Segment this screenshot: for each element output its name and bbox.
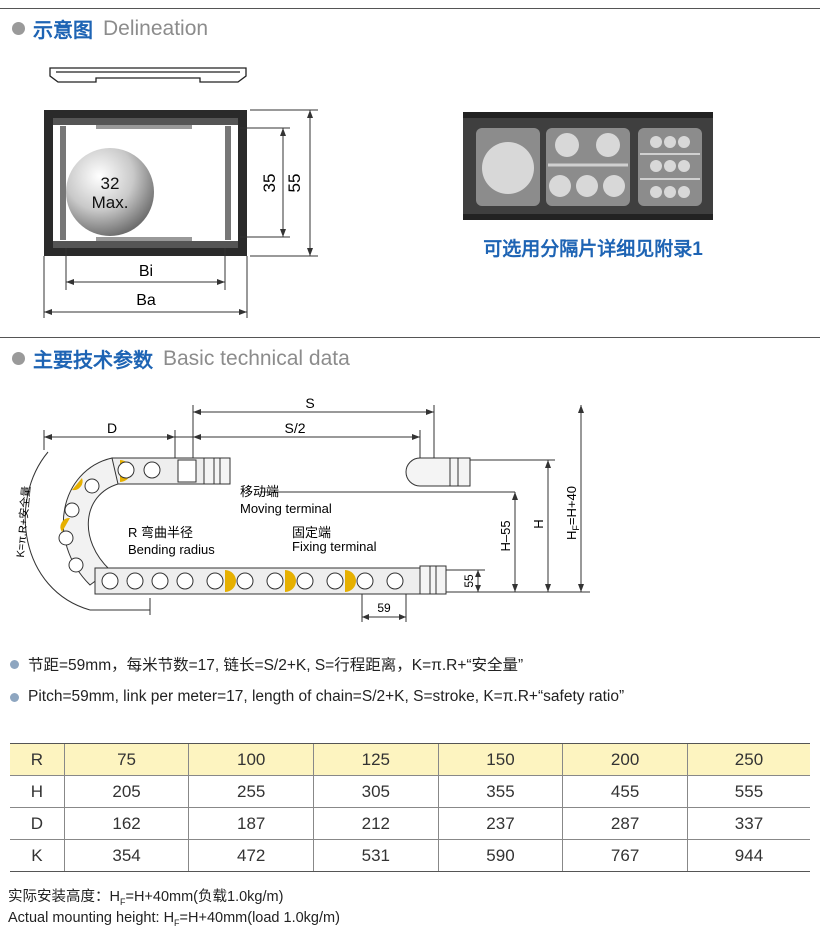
section-title-en: Basic technical data <box>163 346 350 370</box>
table-cell: 472 <box>188 839 314 872</box>
dim-h: H <box>531 519 546 528</box>
max-ball <box>66 148 154 236</box>
ball-label-max: Max. <box>92 193 129 212</box>
diagram-dimension-lines <box>24 405 590 622</box>
delineation-figure: 32 Max. 35 55 Bi Ba <box>43 67 713 318</box>
table-cell: 237 <box>437 807 563 840</box>
fixing-terminal-en: Fixing terminal <box>292 539 377 554</box>
section-title-cn: 示意图 <box>33 18 93 42</box>
section-rule <box>0 337 820 338</box>
dim-55-height: 55 <box>462 574 476 588</box>
dim-hf: HF=H+40 <box>564 486 581 540</box>
table-cell: D <box>10 807 65 840</box>
footer-text: =H+40mm(load 1.0kg/m) <box>179 910 340 926</box>
chain-bend <box>58 457 119 586</box>
dim-d: D <box>107 420 117 436</box>
table-cell: 187 <box>188 807 314 840</box>
separator-caption: 可选用分隔片详细见附录1 <box>483 237 703 260</box>
note-en: Pitch=59mm, link per meter=17, length of… <box>10 688 624 706</box>
k-formula: K=π.R+安全量 <box>13 485 33 558</box>
table-row: D 162 187 212 237 287 337 <box>10 807 810 840</box>
table-cell: 162 <box>63 807 189 840</box>
table-cell: 455 <box>562 775 688 808</box>
footer-text: 实际安装高度：H <box>8 889 120 905</box>
bullet-dot-icon <box>12 352 25 365</box>
table-row: K 354 472 531 590 767 944 <box>10 839 810 872</box>
note-cn: 节距=59mm，每米节数=17, 链长=S/2+K, S=行程距离，K=π.R+… <box>10 653 523 675</box>
dim-s: S <box>305 395 314 411</box>
section-heading-delineation: 示意图 Delineation <box>12 14 208 43</box>
fixing-terminal-cn: 固定端 <box>292 525 331 540</box>
top-rule <box>0 8 820 9</box>
table-cell: 287 <box>562 807 688 840</box>
table-cell: 354 <box>63 839 189 872</box>
table-cell: H <box>10 775 65 808</box>
section-heading-basic: 主要技术参数 Basic technical data <box>12 344 350 373</box>
chain-lower-run <box>94 565 447 595</box>
dim-h-minus-55: H–55 <box>498 520 513 551</box>
separator-diagram <box>463 112 713 220</box>
spec-table: R 75 100 125 150 200 250 H 205 255 305 3… <box>10 743 810 872</box>
table-cell: K <box>10 839 65 872</box>
table-cell: 100 <box>188 743 314 776</box>
dimension-lines <box>43 109 318 318</box>
footer-subscript: F <box>119 896 126 907</box>
note-text: 节距=59mm，每米节数=17, 链长=S/2+K, S=行程距离，K=π.R+… <box>28 657 524 674</box>
bending-radius-en: Bending radius <box>128 542 215 557</box>
table-cell: 767 <box>562 839 688 872</box>
ball-label-size: 32 <box>101 174 120 193</box>
table-cell: 75 <box>63 743 189 776</box>
footer-text: Actual mounting height: H <box>8 910 175 926</box>
table-cell: 250 <box>686 743 810 776</box>
footer-mounting-en: Actual mounting height: HF=H+40mm(load 1… <box>8 910 340 928</box>
note-text: Pitch=59mm, link per meter=17, length of… <box>28 688 625 705</box>
dim-35-label: 35 <box>260 174 279 193</box>
table-cell: 200 <box>562 743 688 776</box>
footer-mounting-cn: 实际安装高度：HF=H+40mm(负载1.0kg/m) <box>8 885 283 907</box>
table-cell: 125 <box>313 743 439 776</box>
table-cell: 305 <box>313 775 439 808</box>
table-cell: 531 <box>313 839 439 872</box>
section-title-cn: 主要技术参数 <box>33 348 153 372</box>
cover-side-view <box>49 67 247 83</box>
table-cell: 212 <box>313 807 439 840</box>
dim-59-pitch: 59 <box>377 601 391 615</box>
ba-label: Ba <box>136 292 156 309</box>
table-row: H 205 255 305 355 455 555 <box>10 775 810 808</box>
footer-subscript: F <box>174 917 180 928</box>
table-cell: 590 <box>437 839 563 872</box>
dim-s-half: S/2 <box>284 420 305 436</box>
bullet-icon <box>10 659 19 669</box>
table-cell: 555 <box>686 775 810 808</box>
footer-text: =H+40mm(负载1.0kg/m) <box>125 889 284 905</box>
chain-layout-diagram: S S/2 D K=π.R+安全量 移动端 Moving terminal R … <box>13 395 590 622</box>
bending-radius-cn: R 弯曲半径 <box>128 525 193 540</box>
table-cell: 150 <box>437 743 563 776</box>
moving-end-bracket <box>405 457 471 487</box>
bullet-icon <box>10 692 19 702</box>
chain-cross-section <box>44 110 247 256</box>
table-cell: 255 <box>188 775 314 808</box>
moving-terminal-cn: 移动端 <box>240 484 279 499</box>
table-cell: 337 <box>686 807 810 840</box>
section-title-en: Delineation <box>103 16 209 40</box>
diagram-arrows <box>44 405 584 620</box>
dim-55-label: 55 <box>285 174 304 193</box>
moving-terminal-en: Moving terminal <box>240 501 332 516</box>
table-cell: 205 <box>63 775 189 808</box>
bullet-dot-icon <box>12 22 25 35</box>
table-cell: 355 <box>437 775 563 808</box>
table-cell: 944 <box>686 839 810 872</box>
bi-label: Bi <box>139 263 153 280</box>
table-row: R 75 100 125 150 200 250 <box>10 743 810 776</box>
table-cell: R <box>10 743 65 776</box>
dimension-arrows <box>44 110 313 315</box>
chain-upper-run <box>111 457 231 485</box>
